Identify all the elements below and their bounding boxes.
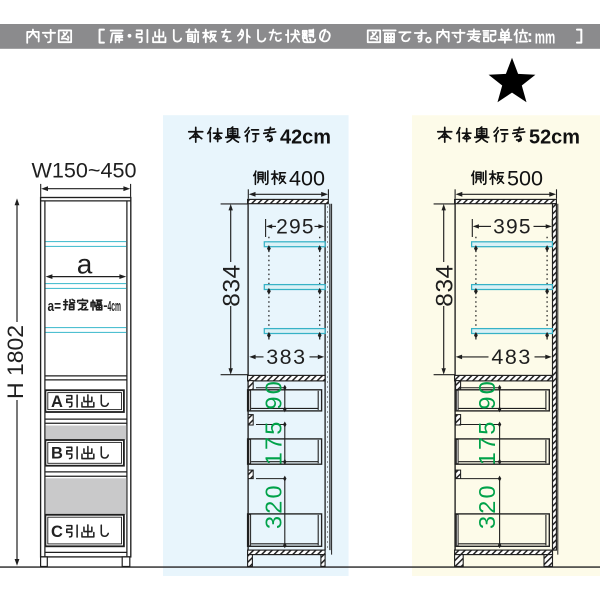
svg-text:H 1802: H 1802	[3, 325, 28, 399]
svg-text:320: 320	[474, 483, 500, 529]
svg-text:500: 500	[507, 168, 543, 191]
svg-text:W150~450: W150~450	[32, 160, 137, 183]
svg-text:C: C	[51, 523, 63, 541]
svg-text:834: 834	[218, 264, 245, 306]
svg-text:a=: a=	[48, 299, 62, 315]
svg-text:483: 483	[491, 345, 531, 369]
svg-text:B: B	[51, 445, 63, 463]
svg-text:175: 175	[474, 419, 500, 465]
svg-text:383: 383	[266, 345, 306, 369]
svg-text:−4cm: −4cm	[104, 299, 122, 315]
svg-text:834: 834	[431, 264, 458, 306]
svg-text:a: a	[77, 249, 93, 280]
svg-text:90: 90	[260, 379, 286, 410]
svg-text:295: 295	[276, 216, 315, 239]
svg-text:42cm: 42cm	[280, 127, 331, 149]
svg-text:A: A	[51, 393, 63, 411]
svg-text:320: 320	[260, 483, 286, 529]
svg-text:90: 90	[474, 379, 500, 410]
svg-text:52cm: 52cm	[529, 127, 580, 149]
svg-text:mm: mm	[535, 27, 556, 47]
svg-text:395: 395	[493, 216, 532, 239]
svg-text:400: 400	[289, 168, 325, 191]
svg-text:175: 175	[260, 419, 286, 465]
